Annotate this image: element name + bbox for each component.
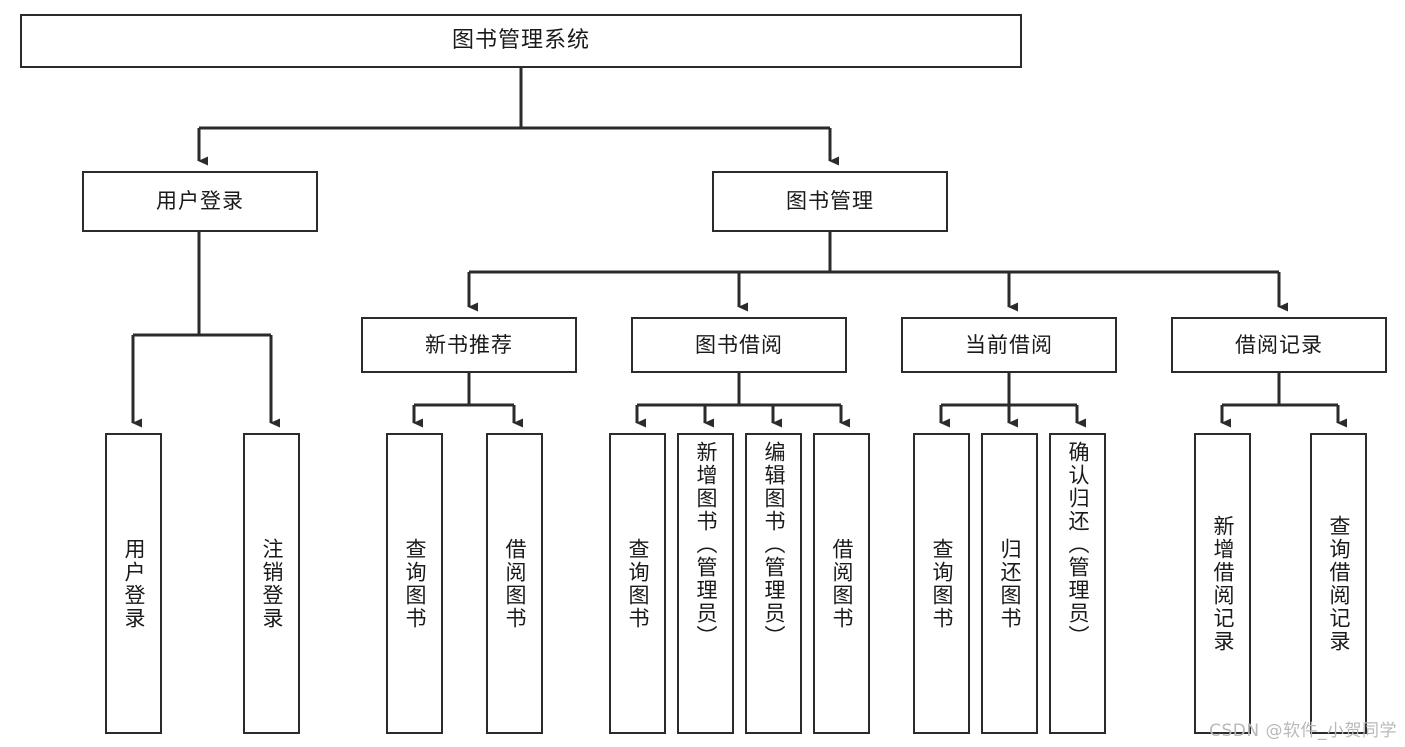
node-leaf-query-book-2[interactable]: 查询图书	[609, 433, 666, 734]
node-leaf-query-record[interactable]: 查询借阅记录	[1310, 433, 1367, 734]
node-leaf-edit-book[interactable]: 编辑图书（管理员）	[745, 433, 802, 734]
node-current-borrow[interactable]: 当前借阅	[901, 317, 1117, 373]
node-borrow-record-label: 借阅记录	[1235, 332, 1323, 357]
node-user-login-label: 用户登录	[156, 189, 244, 214]
node-borrow-record[interactable]: 借阅记录	[1171, 317, 1387, 373]
node-leaf-borrow-book-2[interactable]: 借阅图书	[813, 433, 870, 734]
node-leaf-user-login-label: 用户登录	[122, 537, 146, 630]
node-book-manage-label: 图书管理	[786, 189, 874, 214]
node-book-manage[interactable]: 图书管理	[712, 171, 948, 232]
node-leaf-return-book-label: 归还图书	[998, 537, 1022, 630]
node-new-book-recommend[interactable]: 新书推荐	[361, 317, 577, 373]
node-leaf-edit-book-label: 编辑图书（管理员）	[762, 441, 786, 648]
node-leaf-borrow-book-1[interactable]: 借阅图书	[486, 433, 543, 734]
node-user-login[interactable]: 用户登录	[82, 171, 318, 232]
node-new-book-recommend-label: 新书推荐	[425, 332, 513, 357]
node-leaf-borrow-book-1-label: 借阅图书	[503, 537, 527, 630]
node-root-label: 图书管理系统	[451, 28, 590, 54]
node-leaf-query-record-label: 查询借阅记录	[1327, 514, 1351, 653]
node-leaf-add-record-label: 新增借阅记录	[1211, 514, 1235, 653]
node-leaf-confirm-return-label: 确认归还（管理员）	[1066, 441, 1090, 648]
csdn-watermark: CSDN @软件_小贺同学	[1209, 721, 1397, 741]
node-leaf-add-book-label: 新增图书（管理员）	[694, 441, 718, 648]
node-leaf-confirm-return[interactable]: 确认归还（管理员）	[1049, 433, 1106, 734]
node-leaf-return-book[interactable]: 归还图书	[981, 433, 1038, 734]
node-leaf-user-login[interactable]: 用户登录	[105, 433, 162, 734]
node-current-borrow-label: 当前借阅	[965, 332, 1053, 357]
node-book-borrow[interactable]: 图书借阅	[631, 317, 847, 373]
node-book-borrow-label: 图书借阅	[695, 332, 783, 357]
node-leaf-add-record[interactable]: 新增借阅记录	[1194, 433, 1251, 734]
node-leaf-logout[interactable]: 注销登录	[243, 433, 300, 734]
node-leaf-logout-label: 注销登录	[260, 537, 284, 630]
node-leaf-query-book-1[interactable]: 查询图书	[386, 433, 443, 734]
node-leaf-query-book-2-label: 查询图书	[626, 537, 650, 630]
node-root[interactable]: 图书管理系统	[20, 14, 1022, 68]
node-leaf-query-book-1-label: 查询图书	[403, 537, 427, 630]
node-leaf-query-book-3[interactable]: 查询图书	[913, 433, 970, 734]
node-leaf-add-book[interactable]: 新增图书（管理员）	[677, 433, 734, 734]
node-leaf-query-book-3-label: 查询图书	[930, 537, 954, 630]
node-leaf-borrow-book-2-label: 借阅图书	[830, 537, 854, 630]
